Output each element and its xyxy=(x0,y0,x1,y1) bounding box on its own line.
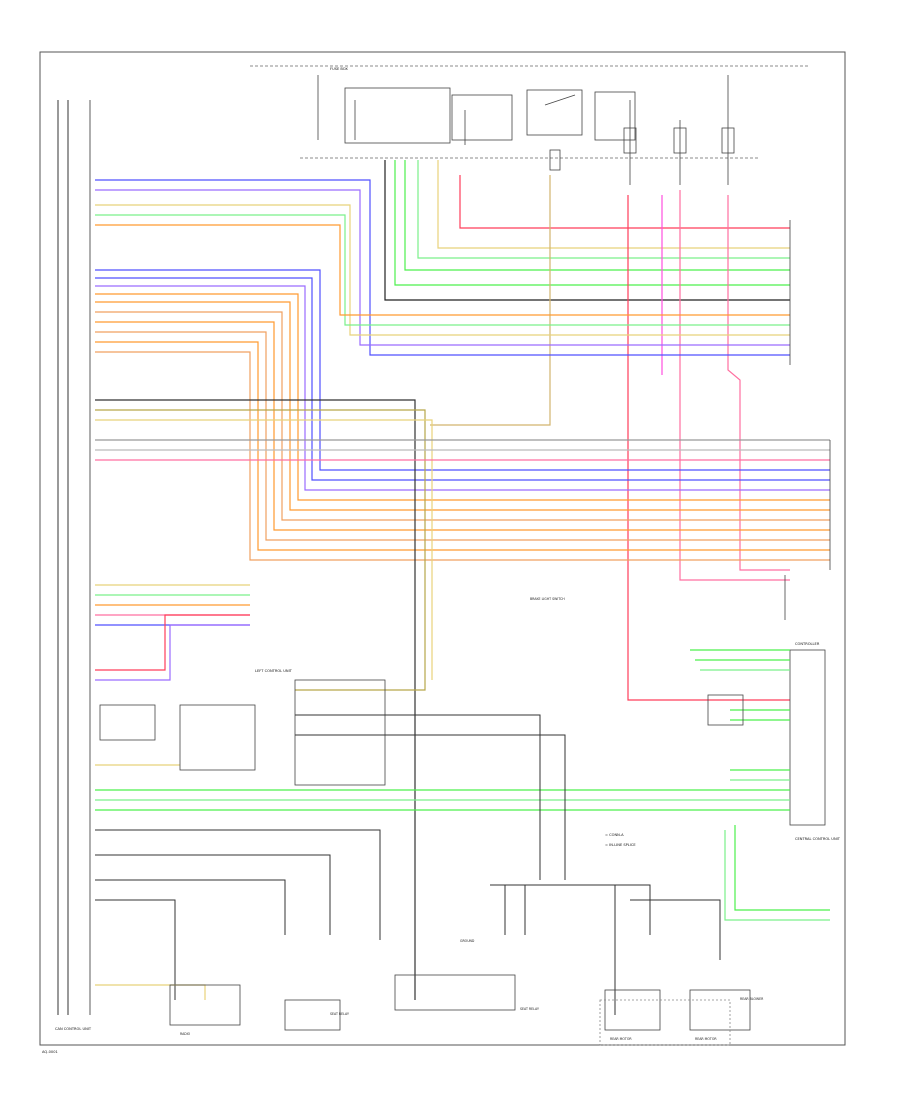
audio-label: RADIO xyxy=(180,1032,191,1036)
fuse-top-label: FUSE BOX xyxy=(330,67,348,71)
bottom-components xyxy=(169,974,751,1046)
middle-relays xyxy=(99,679,386,786)
lower-wires xyxy=(95,714,721,1015)
footer-code: AQ-0001 xyxy=(42,1050,58,1054)
rear-motor-left-label: REAR MOTOR xyxy=(610,1037,632,1041)
mid-left-wires xyxy=(95,584,250,681)
bottom-right-label: REAR BLOWER xyxy=(740,997,764,1001)
ground-label: GROUND xyxy=(460,939,475,943)
left-unit-label: LEFT CONTROL UNIT xyxy=(255,669,293,673)
rear-motor-right-label: REAR MOTOR xyxy=(695,1037,717,1041)
diagram-frame xyxy=(39,51,846,1046)
seat-right-label: SEAT RELAY xyxy=(520,1007,539,1011)
right-unit-label: CENTRAL CONTROL UNIT xyxy=(795,837,841,841)
top-fuse-area xyxy=(250,65,810,185)
controller-box: CONTROLLER CENTRAL CONTROL UNIT xyxy=(95,642,841,921)
legend-item-2: = IN-LINE SPLICE xyxy=(605,843,636,847)
center-switch-label: BRAKE LIGHT SWITCH xyxy=(530,597,565,601)
left-connector-block xyxy=(57,100,91,1015)
right-connector xyxy=(784,220,831,620)
main-bundle xyxy=(95,179,830,1000)
seat-left-label: SEAT RELAY xyxy=(330,1012,349,1016)
top-wires xyxy=(384,160,790,701)
central-unit-label: CAN CONTROL UNIT xyxy=(55,1027,92,1031)
controller-label: CONTROLLER xyxy=(795,642,820,646)
legend-item-1: = CONN-A xyxy=(605,833,624,837)
